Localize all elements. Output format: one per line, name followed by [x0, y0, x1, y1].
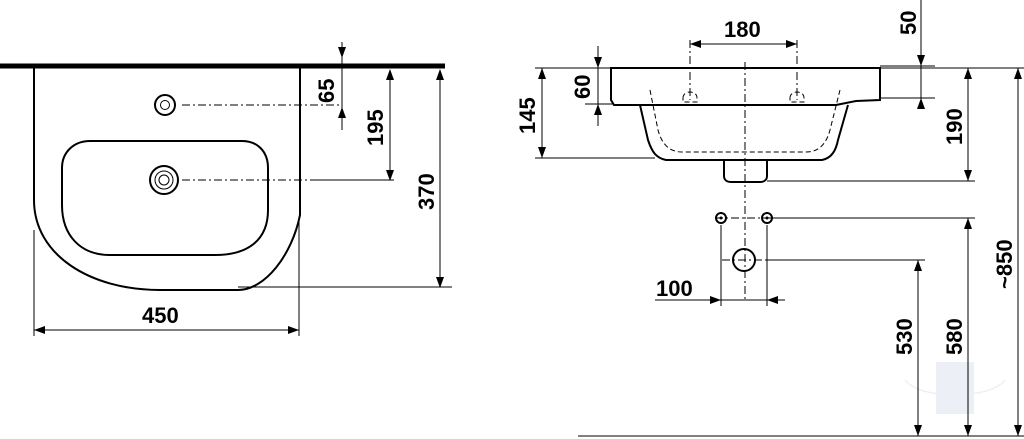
watermark	[904, 362, 1006, 414]
basin-rim	[610, 67, 881, 106]
tap-hole	[154, 94, 176, 116]
dim-370-arrow-bottom	[436, 277, 444, 288]
dim-100-arrow-right	[767, 296, 778, 304]
tap-hole-right	[789, 91, 805, 103]
dim-195-arrow-top	[386, 69, 394, 80]
basin-body	[639, 104, 849, 161]
dim-370-arrow-top	[436, 69, 444, 80]
dim-195-arrow-bottom	[386, 170, 394, 181]
dim-65-label: 65	[314, 79, 339, 103]
dim-850-label: ~850	[992, 239, 1017, 289]
bowl-outline	[61, 140, 269, 256]
dim-65-arrow-bottom	[338, 107, 346, 118]
dim-850-arrow-top	[1014, 68, 1022, 79]
dim-190-label: 190	[942, 108, 967, 145]
dim-850-arrow-bottom	[1014, 425, 1022, 436]
dim-60-arrow-top	[594, 57, 602, 68]
dim-370-label: 370	[414, 173, 439, 210]
dim-195-label: 195	[363, 109, 388, 146]
dim-145-arrow-top	[538, 68, 546, 79]
inner-bowl-dashed	[649, 89, 841, 153]
dim-65-arrow-top	[338, 47, 346, 58]
dim-530-label: 530	[892, 318, 917, 355]
drain-hole	[149, 165, 179, 195]
dim-145-label: 145	[515, 97, 540, 134]
side-view: 180 50 60 145 190 ~850	[515, 0, 1024, 437]
dim-190-arrow-top	[964, 68, 972, 79]
dim-180-arrow-right	[786, 40, 797, 48]
dim-50-label: 50	[896, 11, 921, 35]
dim-190-arrow-bottom	[964, 170, 972, 181]
dim-100-arrow-left	[710, 296, 721, 304]
dim-180-label: 180	[724, 17, 761, 42]
dim-60-label: 60	[570, 75, 595, 99]
basin-outline	[33, 68, 301, 291]
top-view: 65 195 370 450	[0, 42, 452, 336]
dim-580-arrow-bottom	[964, 425, 972, 436]
dim-580-label: 580	[942, 318, 967, 355]
dim-145-arrow-bottom	[538, 147, 546, 158]
dim-580-arrow-top	[964, 218, 972, 229]
dim-530-arrow-bottom	[914, 425, 922, 436]
dim-530-arrow-top	[914, 260, 922, 271]
dim-180-arrow-left	[690, 40, 701, 48]
dim-450-label: 450	[142, 303, 179, 328]
dim-450-arrow-left	[34, 326, 45, 334]
dim-60-arrow-bottom	[594, 104, 602, 115]
dim-100-label: 100	[656, 276, 693, 301]
tap-hole-left	[682, 91, 698, 103]
dim-50-arrow-top	[917, 55, 925, 66]
dim-50-arrow-bottom	[917, 98, 925, 109]
dim-450-arrow-right	[288, 326, 299, 334]
